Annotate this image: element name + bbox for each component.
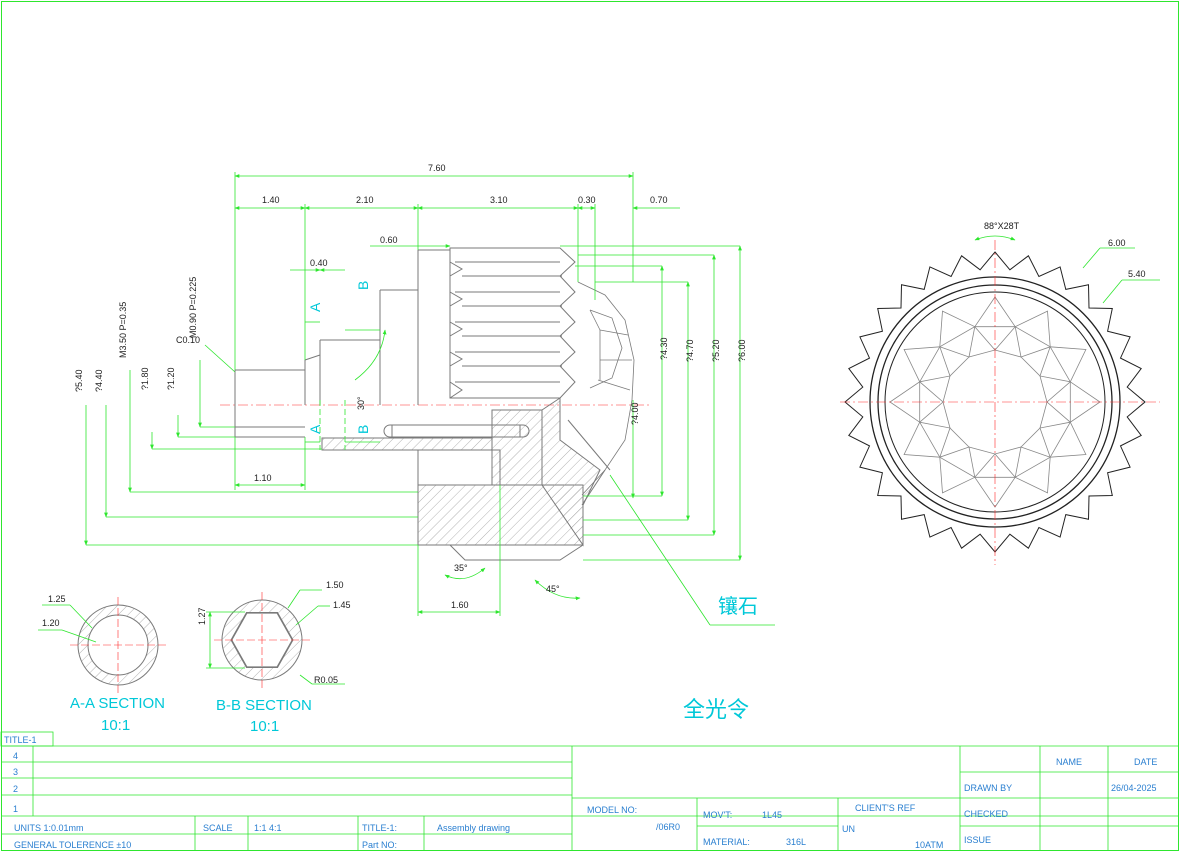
scale-value: 1:1 4:1 — [254, 823, 282, 833]
material-label: MATERIAL: — [703, 837, 750, 847]
company-name: 全光令 — [683, 697, 749, 722]
water-resistance: 10ATM — [915, 840, 943, 850]
dim-0-30: 0.30 — [578, 195, 596, 205]
gem-facet — [1039, 421, 1087, 458]
section-bb-scale: 10:1 — [250, 718, 279, 735]
sec-b-1-50: 1.50 — [326, 580, 344, 590]
title-label: TITLE-1: — [362, 823, 397, 833]
dim-1-40: 1.40 — [262, 195, 280, 205]
dim-3-10: 3.10 — [490, 195, 508, 205]
units: UNITS 1:0.01mm — [14, 823, 84, 833]
rev-4: 4 — [13, 751, 18, 761]
dim-dia-4-40: ?4.40 — [94, 369, 104, 392]
drawn-by-label: DRAWN BY — [964, 783, 1012, 793]
dim-dia-4-30: ?4.30 — [659, 337, 669, 360]
section-mark-b-top: B — [355, 281, 371, 290]
dim-0-40: 0.40 — [310, 258, 328, 268]
gem-facet — [939, 310, 976, 358]
section-aa: 1.25 1.20 A-A SECTION 10:1 — [38, 594, 166, 734]
gem-note: 镶石 — [718, 595, 758, 618]
dim-0-70: 0.70 — [650, 195, 668, 205]
sec-b-1-27: 1.27 — [197, 607, 207, 625]
top-view-leaders — [974, 235, 1160, 304]
date-header: DATE — [1134, 757, 1157, 767]
section-lower-half — [321, 397, 611, 561]
top-dim-5-40: 5.40 — [1128, 269, 1146, 279]
title-block — [0, 731, 1178, 850]
stem-tube — [234, 249, 450, 438]
title-value: Assembly drawing — [437, 823, 510, 833]
dim-dia-1-80: ?1.80 — [140, 367, 150, 390]
sec-b-1-45: 1.45 — [333, 600, 351, 610]
side-view: 7.60 1.40 2.10 3.10 0.30 0.70 0.60 0.40 … — [74, 163, 775, 626]
rev-2: 2 — [13, 784, 18, 794]
section-aa-title: A-A SECTION — [70, 695, 165, 712]
gem-facets — [889, 296, 1101, 508]
section-aa-scale: 10:1 — [101, 717, 130, 734]
gem-facet — [903, 421, 951, 458]
scale-label: SCALE — [203, 823, 233, 833]
knurl-spec: 88°X28T — [984, 221, 1020, 231]
dim-dia-4-70: ?4.70 — [685, 339, 695, 362]
sec-a-1-25: 1.25 — [48, 594, 66, 604]
dim-angle-30: 30° — [356, 396, 366, 410]
dim-1-10: 1.10 — [254, 473, 272, 483]
sec-b-r: R0.05 — [314, 675, 338, 685]
dimension-text: 7.60 1.40 2.10 3.10 0.30 0.70 0.60 0.40 … — [74, 163, 758, 618]
gem-facet — [1014, 446, 1051, 494]
gem-facet — [1039, 346, 1087, 383]
gem-facet — [903, 346, 951, 383]
gem-stone — [577, 281, 635, 496]
dim-chamfer: C0.10 — [176, 335, 200, 345]
name-header: NAME — [1056, 757, 1082, 767]
general-tolerance: GENERAL TOLERENCE ±10 — [14, 840, 131, 850]
section-bb: 1.27 1.50 1.45 R0.05 B-B SECTION 10:1 — [197, 580, 351, 735]
gem-facet — [974, 296, 1016, 351]
dim-dia-1-20: ?1.20 — [166, 367, 176, 390]
rev-3: 3 — [13, 767, 18, 777]
dim-angle-35: 35° — [454, 563, 468, 573]
dim-angle-45: 45° — [546, 584, 560, 594]
material-value: 316L — [786, 837, 806, 847]
gem-facet — [939, 446, 976, 494]
dim-2-10: 2.10 — [356, 195, 374, 205]
dim-dia-6-00: ?6.00 — [737, 339, 747, 362]
dim-1-60: 1.60 — [451, 600, 469, 610]
gem-facet — [1014, 310, 1051, 358]
section-bb-title: B-B SECTION — [216, 697, 312, 714]
section-mark-b-bottom: B — [355, 425, 371, 434]
top-dim-6-00: 6.00 — [1108, 238, 1126, 248]
part-no-label: Part NO: — [362, 840, 397, 850]
issue-label: ISSUE — [964, 835, 991, 845]
dim-thread-2: M0.90 P=0.225 — [188, 277, 198, 338]
title-block-text: TITLE-1 4 3 2 1 UNITS 1:0.01mm GENERAL T… — [4, 735, 1157, 850]
dim-thread-1: M3.50 P=0.35 — [118, 302, 128, 358]
movt-label: MOV'T: — [703, 810, 732, 820]
client-ref-value: UN — [842, 824, 855, 834]
dim-0-60: 0.60 — [380, 235, 398, 245]
crown-head-knurl — [449, 247, 576, 399]
section-mark-a-top: A — [307, 302, 323, 312]
sec-a-1-20: 1.20 — [42, 618, 60, 628]
title-tab: TITLE-1 — [4, 735, 37, 745]
client-ref-label: CLIENT'S REF — [855, 803, 916, 813]
drawn-date: 26/04-2025 — [1111, 783, 1157, 793]
dim-overall: 7.60 — [428, 163, 446, 173]
spring-coil — [383, 424, 530, 438]
section-mark-a-bottom: A — [307, 424, 323, 434]
rev-1: 1 — [13, 804, 18, 814]
top-view: 88°X28T 6.00 5.40 — [840, 221, 1160, 565]
movt-value: 1L45 — [762, 810, 782, 820]
dim-dia-5-20: ?5.20 — [711, 339, 721, 362]
dimension-lines — [84, 172, 775, 626]
model-label: MODEL NO: — [587, 805, 637, 815]
dim-dia-5-40: ?5.40 — [74, 369, 84, 392]
model-value: /06R0 — [656, 822, 680, 832]
dim-dia-4-00: ?4.00 — [630, 402, 640, 425]
checked-label: CHECKED — [964, 809, 1009, 819]
